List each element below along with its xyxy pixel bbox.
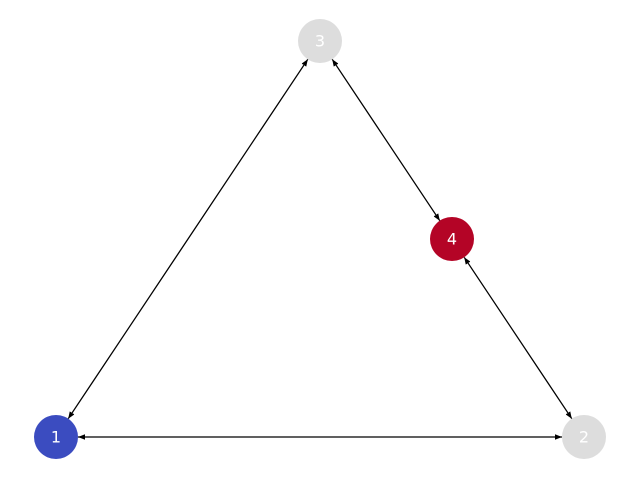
node-1: 1 xyxy=(34,415,78,459)
node-2: 2 xyxy=(562,415,606,459)
node-label-1: 1 xyxy=(51,428,61,447)
node-circle-1 xyxy=(34,415,78,459)
node-4: 4 xyxy=(430,217,474,261)
node-circle-3 xyxy=(298,19,342,63)
node-label-3: 3 xyxy=(315,32,325,51)
edge-1-3 xyxy=(67,58,309,420)
node-label-2: 2 xyxy=(579,428,589,447)
edge-4-2 xyxy=(463,256,573,420)
node-label-4: 4 xyxy=(447,230,457,249)
edge-3-4 xyxy=(331,58,441,222)
nodes-layer: 1 2 3 4 xyxy=(34,19,606,459)
node-circle-4 xyxy=(430,217,474,261)
node-3: 3 xyxy=(298,19,342,63)
edges-layer xyxy=(67,58,573,440)
node-circle-2 xyxy=(562,415,606,459)
